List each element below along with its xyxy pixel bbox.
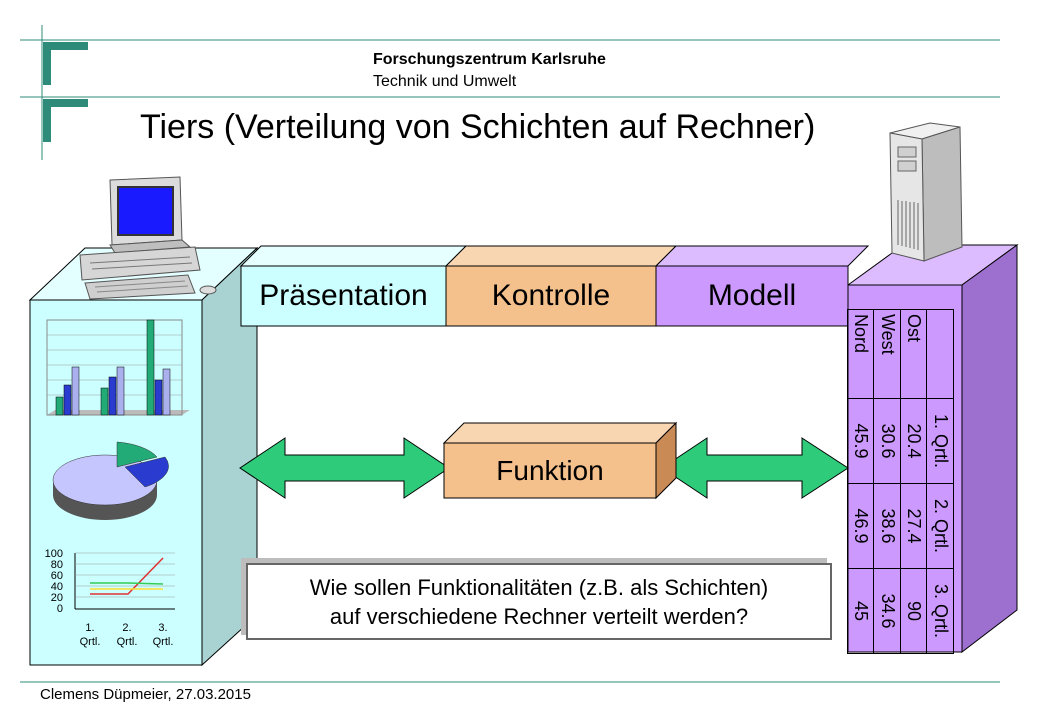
table-row: 1. Qrtl. 2. Qrtl. 3. Qrtl. xyxy=(927,309,954,654)
table-cell: 27.4 xyxy=(900,483,927,569)
function-box xyxy=(442,421,678,500)
x-label-2-num: 2. xyxy=(122,622,131,634)
client-charts: 100 80 60 40 20 0 1. Qrtl. 2. Qrtl. 3. Q… xyxy=(45,319,190,648)
workstation-icon xyxy=(79,176,217,300)
x-label-2-text: Qrtl. xyxy=(117,636,138,648)
y-tick-60: 60 xyxy=(51,570,63,582)
pie-chart-thumbnail xyxy=(52,441,169,520)
table-cell: 45 xyxy=(847,568,874,654)
table-cell: 34.6 xyxy=(874,568,901,654)
table-cell: 46.9 xyxy=(847,483,874,569)
logo-mark xyxy=(43,42,88,142)
x-label-1-num: 1. xyxy=(85,622,94,634)
server-tower-icon xyxy=(889,122,963,262)
left-double-arrow xyxy=(239,437,450,499)
x-label-3-num: 3. xyxy=(158,622,167,634)
slide-title: Tiers (Verteilung von Schichten auf Rech… xyxy=(140,108,816,146)
line-chart-thumbnail: 100 80 60 40 20 0 1. Qrtl. 2. Qrtl. 3. Q… xyxy=(45,548,175,648)
organization-name: Forschungszentrum Karlsruhe xyxy=(373,51,606,68)
y-tick-0: 0 xyxy=(57,603,63,615)
col-header-q3: 3. Qrtl. xyxy=(927,568,954,654)
table-cell: 90 xyxy=(900,568,927,654)
function-label: Funktion xyxy=(496,454,604,486)
question-line-2: auf verschiedene Rechner verteilt werden… xyxy=(329,603,749,629)
y-tick-80: 80 xyxy=(51,559,63,571)
table-cell: 38.6 xyxy=(874,483,901,569)
col-header-q2: 2. Qrtl. xyxy=(927,483,954,569)
col-header-q1: 1. Qrtl. xyxy=(927,398,954,484)
row-label-nord: Nord xyxy=(847,309,874,399)
question-line-1: Wie sollen Funktionalitäten (z.B. als Sc… xyxy=(309,574,769,600)
row-label-ost: Ost xyxy=(900,309,927,399)
right-double-arrow xyxy=(661,437,849,499)
question-box: Wie sollen Funktionalitäten (z.B. als Sc… xyxy=(246,563,832,640)
table-row: West 30.6 38.6 34.6 xyxy=(874,309,901,654)
table-cell: 45.9 xyxy=(847,398,874,484)
bar-chart-thumbnail xyxy=(46,319,190,416)
organization-subtitle: Technik und Umwelt xyxy=(373,73,517,90)
layer-presentation: Präsentation xyxy=(259,279,428,312)
table-cell: 20.4 xyxy=(900,398,927,484)
row-label-west: West xyxy=(874,309,901,399)
y-tick-100: 100 xyxy=(45,548,63,560)
layer-control: Kontrolle xyxy=(491,279,611,312)
server-data-table: 1. Qrtl. 2. Qrtl. 3. Qrtl. Ost 20.4 27.4… xyxy=(847,309,954,654)
footer-author-date: Clemens Düpmeier, 27.03.2015 xyxy=(40,686,251,703)
y-tick-40: 40 xyxy=(51,581,63,593)
table-row: Ost 20.4 27.4 90 xyxy=(900,309,927,654)
x-label-3-text: Qrtl. xyxy=(153,636,174,648)
y-tick-20: 20 xyxy=(51,592,63,604)
x-label-1-text: Qrtl. xyxy=(80,636,101,648)
table-row: Nord 45.9 46.9 45 xyxy=(847,309,874,654)
table-cell: 30.6 xyxy=(874,398,901,484)
layer-model: Modell xyxy=(707,279,797,312)
